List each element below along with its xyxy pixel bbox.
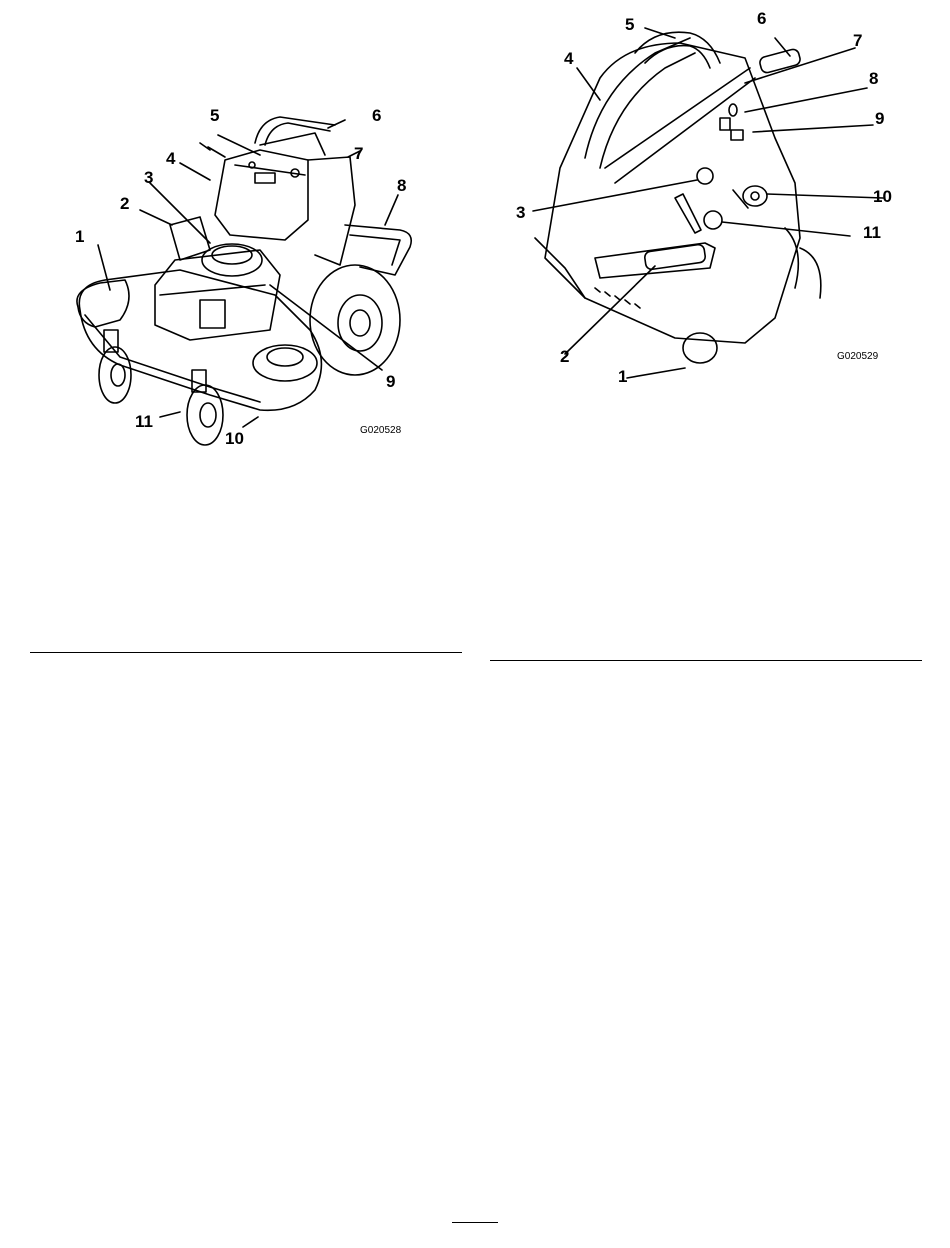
callout-7: 7 — [853, 32, 862, 49]
callout-5: 5 — [625, 16, 634, 33]
callout-6: 6 — [757, 10, 766, 27]
page-footer-rule — [452, 1222, 498, 1223]
callout-1: 1 — [75, 228, 84, 245]
callout-5: 5 — [210, 107, 219, 124]
mower-overview-drawing — [60, 95, 420, 455]
callout-6: 6 — [372, 107, 381, 124]
control-panel-figure: 4 5 6 7 8 9 3 10 11 2 1 G020529 — [505, 8, 905, 388]
figure-code: G020529 — [837, 351, 878, 362]
callout-4: 4 — [166, 150, 175, 167]
callout-10: 10 — [873, 188, 892, 205]
section-divider-left — [30, 652, 462, 653]
callout-9: 9 — [386, 373, 395, 390]
callout-7: 7 — [354, 145, 363, 162]
callout-1: 1 — [618, 368, 627, 385]
figure-code: G020528 — [360, 425, 401, 436]
callout-8: 8 — [869, 70, 878, 87]
callout-3: 3 — [144, 169, 153, 186]
callout-10: 10 — [225, 430, 244, 447]
section-divider-right — [490, 660, 922, 661]
callout-4: 4 — [564, 50, 573, 67]
callout-9: 9 — [875, 110, 884, 127]
callout-11: 11 — [863, 224, 881, 241]
callout-2: 2 — [560, 348, 569, 365]
callout-8: 8 — [397, 177, 406, 194]
callout-11: 11 — [135, 413, 153, 430]
callout-3: 3 — [516, 204, 525, 221]
mower-overview-figure: 1 2 3 4 5 6 7 8 9 10 11 G020528 — [60, 95, 420, 455]
callout-2: 2 — [120, 195, 129, 212]
